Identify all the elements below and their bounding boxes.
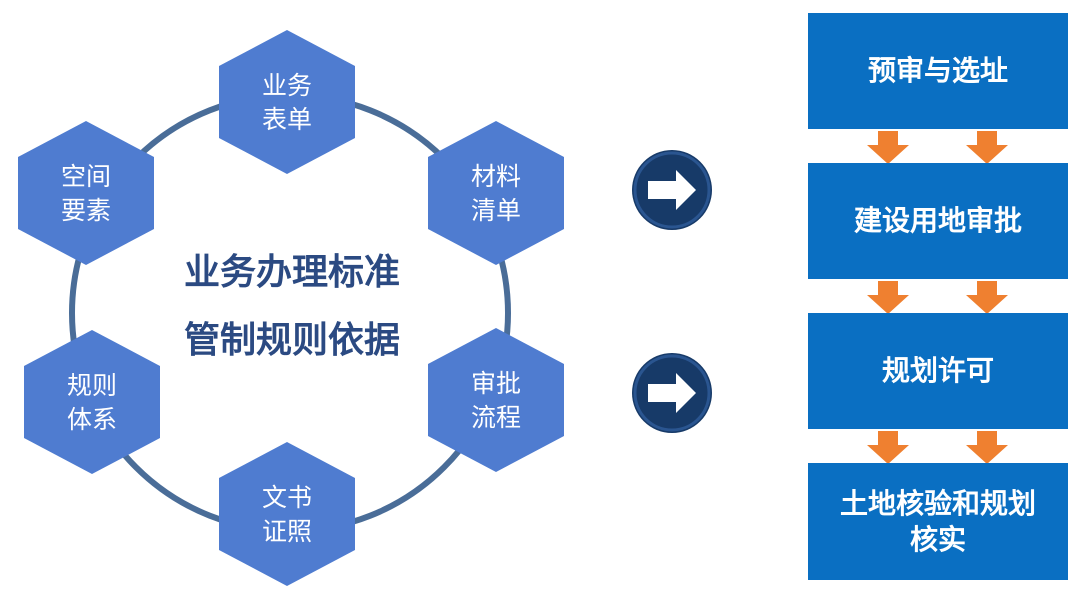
down-arrow-shape (966, 131, 1008, 164)
step-label: 建设用地审批 (853, 204, 1022, 237)
down-arrow-icon (867, 281, 909, 314)
hex-label-line1: 规则 (67, 371, 117, 400)
hex-node-6: 空间 要素 (18, 121, 154, 265)
center-title-line2: 管制规则依据 (184, 320, 400, 361)
hex-node-4: 文书 证照 (219, 442, 355, 586)
down-arrow-icon (966, 281, 1008, 314)
hex-shape (428, 121, 564, 265)
hex-label-line1: 业务 (262, 71, 312, 100)
right-arrow-circle-icon (632, 353, 712, 433)
arrow-circle-rim (633, 354, 711, 432)
step-box-4: 土地核验和规划 核实 (808, 463, 1068, 580)
step-box-2: 建设用地审批 (808, 163, 1068, 279)
hex-shape (428, 328, 564, 472)
down-arrow-shape (867, 281, 909, 314)
hex-label-line2: 表单 (262, 105, 312, 134)
down-arrow-icon (867, 131, 909, 164)
down-arrow-shape (966, 281, 1008, 314)
down-arrow-icon (966, 431, 1008, 464)
hex-label-line1: 文书 (262, 483, 312, 512)
down-arrow-shape (867, 131, 909, 164)
hex-node-2: 材料 清单 (428, 121, 564, 265)
arrow-shape (648, 170, 696, 210)
right-arrow-circle-icon (632, 150, 712, 230)
hex-label-line2: 体系 (67, 405, 117, 434)
hex-shape (18, 121, 154, 265)
hex-node-3: 审批 流程 (428, 328, 564, 472)
hex-node-5: 规则 体系 (24, 330, 160, 474)
arrow-shape (648, 373, 696, 413)
hex-label-line1: 材料 (471, 162, 521, 191)
hex-label-line2: 要素 (61, 196, 111, 225)
hex-shape (219, 442, 355, 586)
down-arrow-icon (867, 431, 909, 464)
hex-label-line2: 证照 (262, 517, 312, 546)
step-box-1: 预审与选址 (808, 13, 1068, 129)
hex-node-1: 业务 表单 (219, 30, 355, 174)
step-label: 土地核验和规划 核实 (839, 486, 1036, 556)
step-box-3: 规划许可 (808, 313, 1068, 429)
hex-label-line2: 流程 (471, 403, 521, 432)
hex-label-line2: 清单 (471, 196, 521, 225)
step-label: 规划许可 (881, 354, 994, 387)
hex-label-line1: 审批 (471, 369, 521, 398)
down-arrow-shape (867, 431, 909, 464)
hex-shape (24, 330, 160, 474)
arrow-circle-rim (633, 151, 711, 229)
step-label: 预审与选址 (867, 54, 1008, 87)
center-title-line1: 业务办理标准 (184, 252, 400, 293)
hex-label-line1: 空间 (61, 162, 111, 191)
down-arrow-shape (966, 431, 1008, 464)
down-arrow-icon (966, 131, 1008, 164)
hex-shape (219, 30, 355, 174)
